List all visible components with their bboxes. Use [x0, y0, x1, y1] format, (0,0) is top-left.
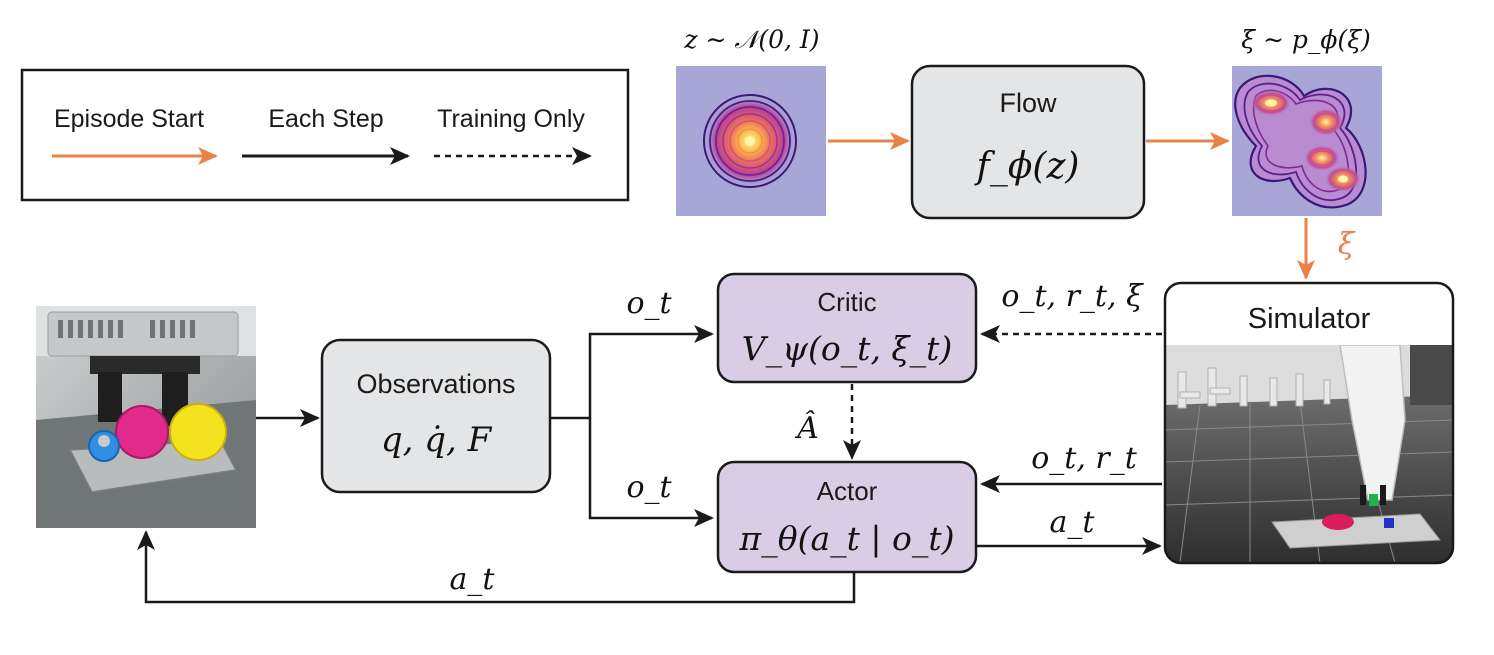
legend-training-only-label: Training Only	[437, 105, 585, 133]
actor-to-robot-label: a_t	[450, 562, 496, 597]
xi-sample-label: ξ	[1338, 227, 1356, 262]
legend-frame	[20, 68, 630, 202]
simulator-to-critic-label: o_t, r_t, ξ	[1001, 279, 1144, 314]
critic-formula: V_ψ(o_t, ξ_t)	[742, 329, 953, 369]
flow-title: Flow	[999, 88, 1057, 118]
flow-box[interactable]: Flow f_ϕ(z)	[910, 64, 1146, 220]
obs-to-critic-arrow	[550, 325, 714, 420]
critic-box[interactable]: Critic V_ψ(o_t, ξ_t)	[716, 272, 978, 384]
observations-title: Observations	[356, 369, 515, 399]
learned-density-plot	[1232, 66, 1382, 216]
actor-box[interactable]: Actor π_θ(a_t | o_t)	[716, 460, 978, 574]
learned-distribution-label: ξ ∼ p_ϕ(ξ)	[1241, 25, 1370, 54]
robot-gripper-photo	[36, 306, 256, 528]
base-distribution-label: z ∼ 𝒩(0, I)	[683, 25, 819, 54]
actor-formula: π_θ(a_t | o_t)	[739, 519, 955, 559]
actor-to-simulator-label: a_t	[1050, 505, 1096, 540]
advantage-label: Â	[794, 410, 819, 446]
obs-to-actor-arrow	[588, 418, 714, 527]
simulator-panel[interactable]: Simulator	[1163, 281, 1455, 565]
observations-box[interactable]: Observations q, q̇, F	[320, 338, 552, 494]
flow-formula: f_ϕ(z)	[974, 146, 1080, 187]
obs-to-actor-label: o_t	[626, 470, 672, 505]
simulated-robot-arms-render	[1165, 344, 1453, 563]
simulator-title: Simulator	[1248, 303, 1371, 335]
critic-title: Critic	[817, 287, 876, 317]
simulator-to-actor-label: o_t, r_t	[1031, 441, 1138, 476]
legend-episode-start-label: Episode Start	[54, 105, 204, 133]
actor-title: Actor	[817, 476, 878, 506]
obs-to-critic-label: o_t	[626, 286, 672, 321]
actor-to-robot-arrow	[137, 530, 856, 604]
legend: Episode Start Each Step Training Only	[20, 68, 630, 202]
base-density-plot	[676, 66, 826, 216]
legend-each-step-label: Each Step	[268, 105, 383, 133]
observations-formula: q, q̇, F	[381, 420, 493, 460]
